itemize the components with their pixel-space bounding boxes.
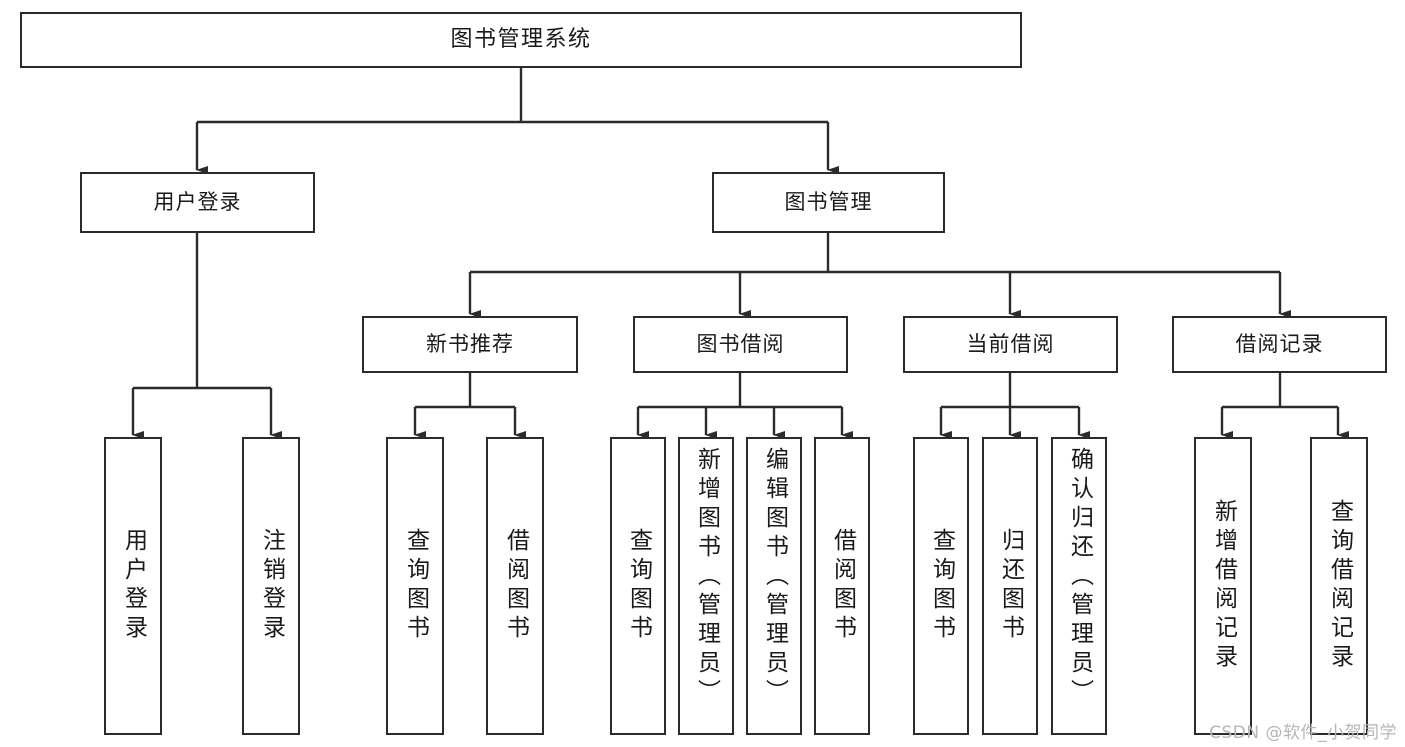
node-borrow-record[interactable]: 借阅记录 [1172,316,1387,373]
node-label: 新增图书（管理员） [693,447,720,708]
node-label: 新增借阅记录 [1210,499,1237,673]
leaf-user-logout[interactable]: 注销登录 [242,437,300,735]
node-label: 查询借阅记录 [1326,499,1353,673]
leaf-query-borrow-record[interactable]: 查询借阅记录 [1310,437,1368,735]
node-label: 借阅记录 [1235,331,1324,356]
node-new-book-recommend[interactable]: 新书推荐 [362,316,578,373]
leaf-confirm-return[interactable]: 确认归还（管理员） [1051,437,1107,735]
node-label: 注销登录 [258,528,285,644]
node-label: 当前借阅 [966,331,1055,356]
csdn-watermark: CSDN @软件_小贺同学 [1209,723,1397,743]
node-label: 借阅图书 [829,528,856,644]
leaf-query-book-recommend[interactable]: 查询图书 [386,437,444,735]
leaf-add-borrow-record[interactable]: 新增借阅记录 [1194,437,1252,735]
node-book-manage[interactable]: 图书管理 [712,172,945,233]
leaf-borrow-book[interactable]: 借阅图书 [814,437,870,735]
node-label: 查询图书 [402,528,429,644]
node-label: 查询图书 [928,528,955,644]
node-label: 借阅图书 [502,528,529,644]
leaf-return-book[interactable]: 归还图书 [982,437,1038,735]
leaf-edit-book[interactable]: 编辑图书（管理员） [746,437,802,735]
leaf-query-book-current[interactable]: 查询图书 [913,437,969,735]
node-label: 图书借阅 [696,331,785,356]
leaf-query-book-borrow[interactable]: 查询图书 [610,437,666,735]
node-label: 确认归还（管理员） [1066,447,1093,708]
node-current-borrow[interactable]: 当前借阅 [903,316,1118,373]
node-label: 图书管理系统 [450,26,592,52]
leaf-borrow-book-recommend[interactable]: 借阅图书 [486,437,544,735]
node-label: 用户登录 [153,189,242,214]
node-label: 编辑图书（管理员） [761,447,788,708]
node-label: 用户登录 [120,528,147,644]
node-user-login[interactable]: 用户登录 [80,172,315,233]
leaf-add-book[interactable]: 新增图书（管理员） [678,437,734,735]
node-root-system[interactable]: 图书管理系统 [20,12,1022,68]
node-label: 归还图书 [997,528,1024,644]
node-book-borrow[interactable]: 图书借阅 [633,316,848,373]
leaf-user-login[interactable]: 用户登录 [104,437,162,735]
node-label: 图书管理 [784,189,873,214]
node-label: 查询图书 [625,528,652,644]
node-label: 新书推荐 [426,331,514,356]
